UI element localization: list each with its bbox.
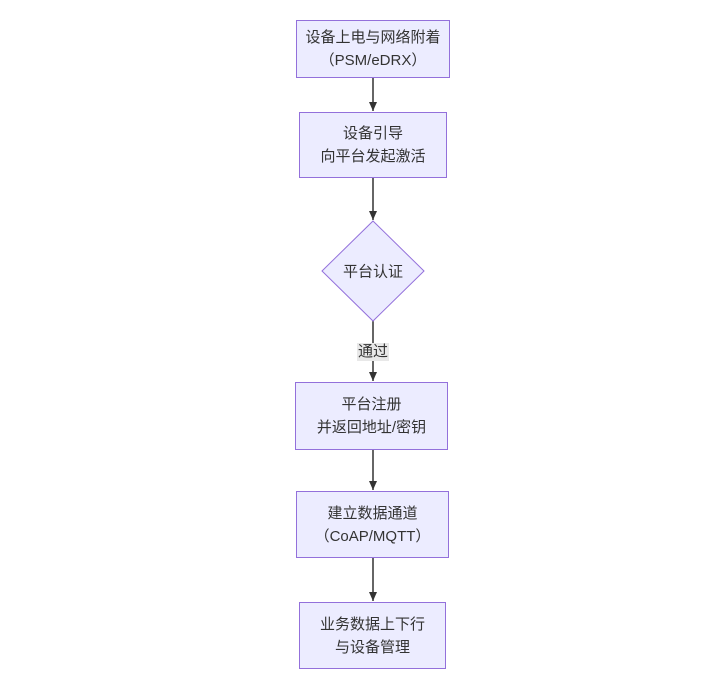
- node-label-line: （CoAP/MQTT）: [314, 527, 431, 545]
- node-label-line: 建立数据通道: [327, 504, 418, 522]
- decision-diamond-shape: [321, 220, 425, 322]
- node-label-line: 与设备管理: [334, 638, 410, 656]
- node-label-line: 设备上电与网络附着: [305, 29, 441, 46]
- node-label-line: 并返回地址/密钥: [316, 419, 427, 436]
- node-label-line: 向平台发起激活: [320, 148, 426, 165]
- node-device-bootstrap: 设备引导 向平台发起激活: [299, 112, 447, 178]
- node-label-line: 平台注册: [341, 396, 402, 413]
- node-data-channel: 建立数据通道 （CoAP/MQTT）: [296, 491, 449, 558]
- node-power-on-attach: 设备上电与网络附着 （PSM/eDRX）: [296, 20, 450, 78]
- node-platform-register: 平台注册 并返回地址/密钥: [295, 382, 448, 450]
- edge-label-pass: 通过: [356, 343, 390, 361]
- node-label-line: （PSM/eDRX）: [319, 52, 427, 69]
- decision-platform-auth-label: 平台认证: [342, 263, 404, 281]
- node-label-line: 设备引导: [342, 125, 403, 142]
- node-business-data: 业务数据上下行 与设备管理: [299, 602, 446, 669]
- node-label-line: 业务数据上下行: [319, 615, 425, 633]
